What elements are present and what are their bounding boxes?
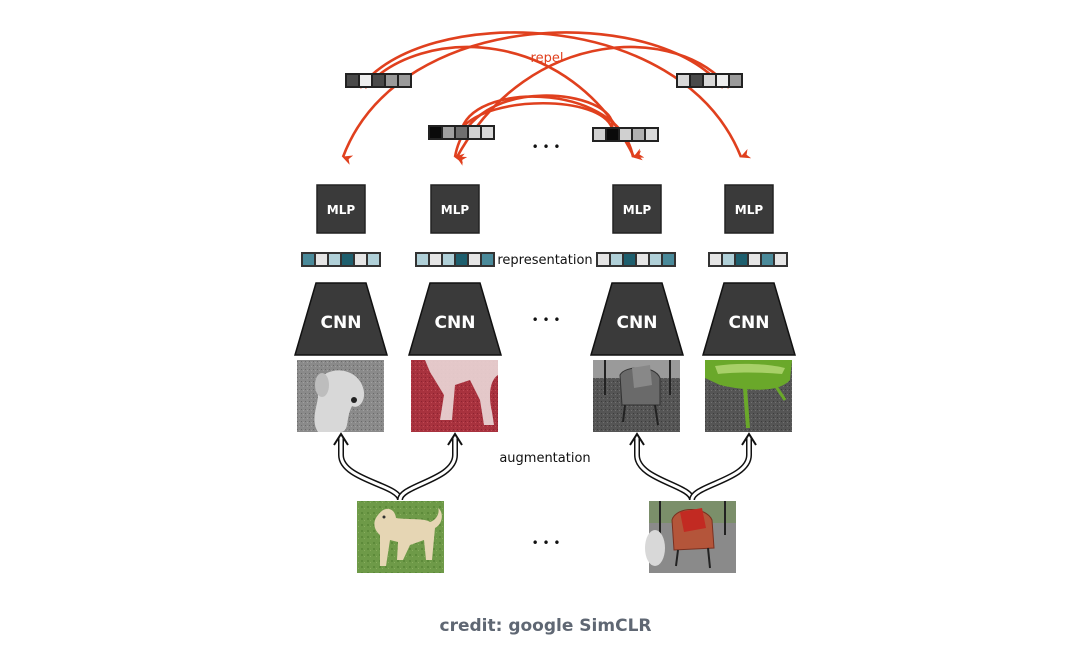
vector-cell: [762, 254, 773, 265]
mlp-block: MLP: [612, 184, 662, 234]
ellipsis-bottom: • • •: [532, 536, 561, 550]
mlp-blocks: MLP MLP MLP MLP: [316, 184, 774, 234]
cnn-label: CNN: [729, 313, 770, 333]
vector-cell: [430, 127, 441, 138]
output-vectors: [345, 73, 743, 142]
vector-cell: [749, 254, 760, 265]
vector-cell: [360, 75, 371, 86]
vector-cell: [710, 254, 721, 265]
mlp-label: MLP: [735, 203, 764, 217]
cnn-blocks: CNN CNN CNN CNN: [294, 282, 796, 356]
representation-vector: [301, 252, 381, 267]
vector-cell: [691, 75, 702, 86]
vector-cell: [663, 254, 674, 265]
cnn-block: CNN: [294, 282, 388, 356]
mlp-block: MLP: [724, 184, 774, 234]
cnn-block: CNN: [702, 282, 796, 356]
vector-cell: [637, 254, 648, 265]
representation-label: representation: [497, 253, 592, 268]
vector-cell: [417, 254, 428, 265]
augmented-image-chair-green: [705, 360, 792, 432]
vector-cell: [456, 254, 467, 265]
representation-vector: [708, 252, 788, 267]
vector-cell: [730, 75, 741, 86]
vector-cell: [650, 254, 661, 265]
vector-cell: [633, 129, 644, 140]
vector-cell: [611, 254, 622, 265]
mlp-block: MLP: [430, 184, 480, 234]
augmented-image-dog-red: [411, 360, 498, 432]
ellipsis-top: • • •: [532, 140, 561, 154]
vector-cell: [482, 254, 493, 265]
representation-vectors: [301, 252, 788, 267]
cnn-label: CNN: [435, 313, 476, 333]
mlp-block: MLP: [316, 184, 366, 234]
cnn-block: CNN: [590, 282, 684, 356]
vector-cell: [704, 75, 715, 86]
representation-vector: [596, 252, 676, 267]
vector-cell: [723, 254, 734, 265]
ellipsis-middle: • • •: [532, 313, 561, 327]
vector-cell: [775, 254, 786, 265]
vector-cell: [624, 254, 635, 265]
output-vector: [428, 125, 495, 140]
credit-caption: credit: google SimCLR: [439, 616, 652, 636]
output-vector: [592, 127, 659, 142]
source-image-dog: [357, 501, 444, 573]
augmented-image-chair-gray: [593, 360, 680, 432]
vector-cell: [399, 75, 410, 86]
vector-cell: [303, 254, 314, 265]
vector-cell: [329, 254, 340, 265]
vector-cell: [347, 75, 358, 86]
augmentation-arrows: [333, 432, 757, 502]
vector-cell: [386, 75, 397, 86]
repel-arrows: [341, 31, 752, 166]
repel-arrow: [358, 31, 752, 159]
output-vector: [345, 73, 412, 88]
vector-cell: [456, 127, 467, 138]
vector-cell: [373, 75, 384, 86]
vector-cell: [717, 75, 728, 86]
vector-cell: [469, 254, 480, 265]
source-image-chair: [645, 501, 736, 573]
vector-cell: [443, 127, 454, 138]
vector-cell: [469, 127, 480, 138]
vector-cell: [594, 129, 605, 140]
cnn-label: CNN: [617, 313, 658, 333]
vector-cell: [316, 254, 327, 265]
vector-cell: [736, 254, 747, 265]
vector-cell: [368, 254, 379, 265]
cnn-block: CNN: [408, 282, 502, 356]
vector-cell: [430, 254, 441, 265]
cnn-label: CNN: [321, 313, 362, 333]
vector-cell: [678, 75, 689, 86]
mlp-label: MLP: [623, 203, 652, 217]
vector-cell: [342, 254, 353, 265]
augmented-views: [297, 360, 792, 432]
vector-cell: [598, 254, 609, 265]
vector-cell: [443, 254, 454, 265]
vector-cell: [482, 127, 493, 138]
output-vector: [676, 73, 743, 88]
augmentation-label: augmentation: [499, 451, 590, 466]
representation-vector: [415, 252, 495, 267]
vector-cell: [355, 254, 366, 265]
mlp-label: MLP: [441, 203, 470, 217]
augmented-image-dog-gray: [297, 360, 384, 432]
repel-label: repel: [531, 51, 564, 66]
vector-cell: [646, 129, 657, 140]
vector-cell: [620, 129, 631, 140]
vector-cell: [607, 129, 618, 140]
mlp-label: MLP: [327, 203, 356, 217]
